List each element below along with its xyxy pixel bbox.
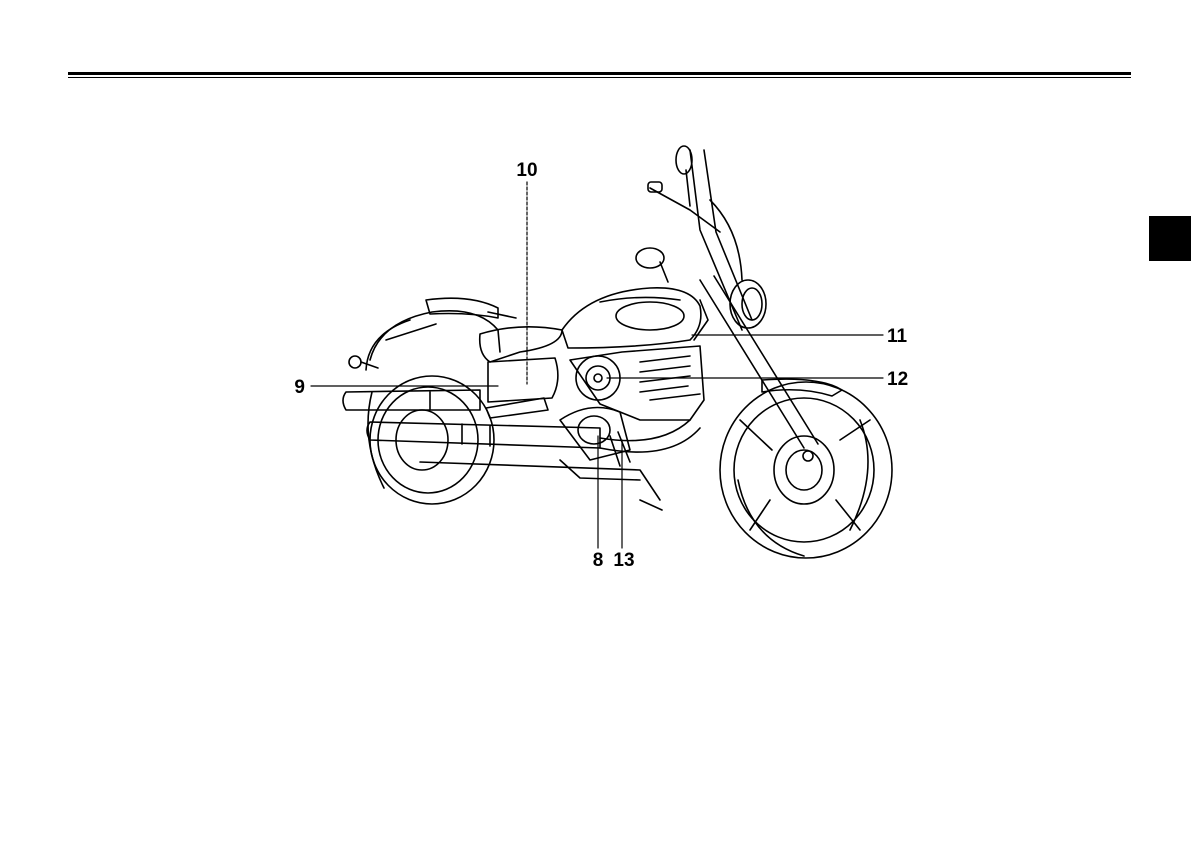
- handlebar: [636, 146, 742, 282]
- front-fork: [690, 150, 818, 448]
- headlight: [730, 280, 766, 328]
- callout-9: 9: [294, 377, 305, 398]
- callout-12: 12: [887, 369, 908, 390]
- side-cover: [486, 358, 558, 418]
- callout-10: 10: [516, 160, 537, 181]
- callout-11: 11: [887, 326, 908, 347]
- seat: [426, 298, 562, 362]
- callout-13: 13: [613, 550, 634, 571]
- callout-8: 8: [593, 550, 604, 571]
- taillight: [349, 356, 378, 368]
- front-wheel: [720, 382, 892, 558]
- fuel-tank: [562, 288, 701, 348]
